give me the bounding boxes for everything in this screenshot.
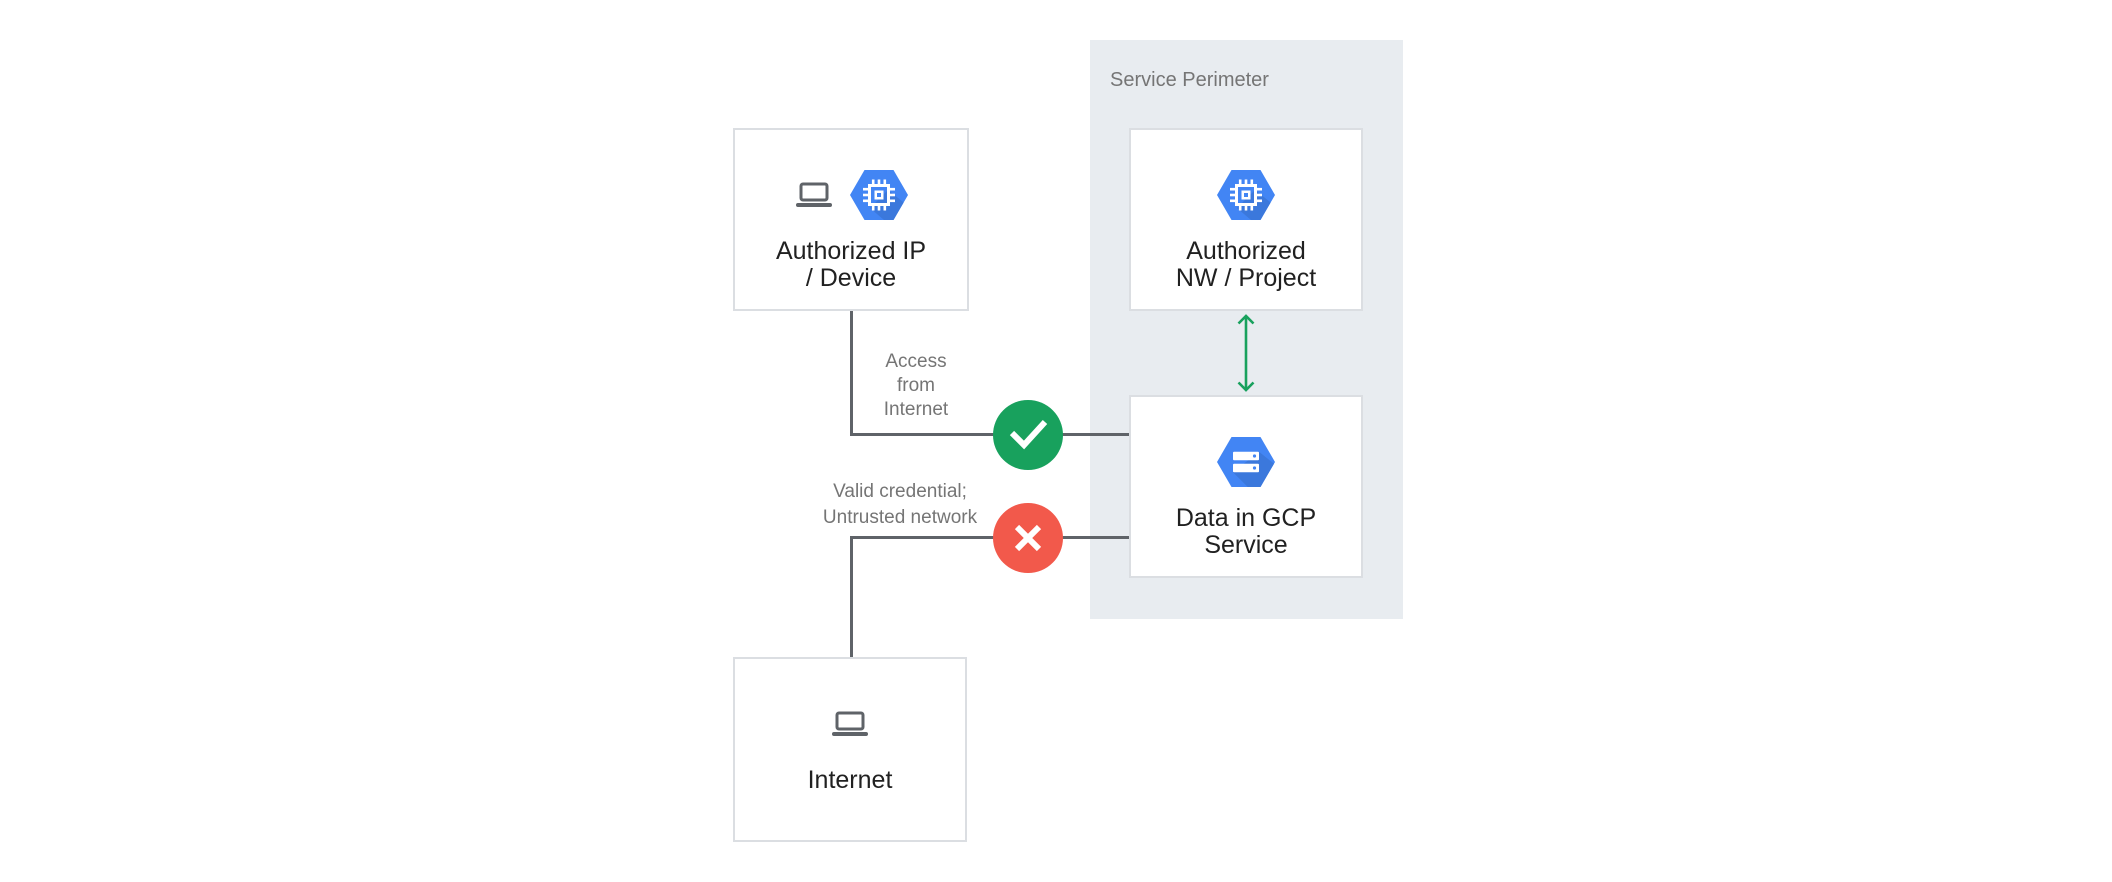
node-internet: Internet (733, 657, 967, 842)
node-label: Data in GCP Service (1175, 504, 1317, 559)
node-authorized-ip-device: Authorized IP / Device (733, 128, 969, 311)
node-label: Authorized NW / Project (1175, 237, 1317, 292)
node-data-in-gcp-service: Data in GCP Service (1129, 395, 1363, 578)
valid-credential-label: Valid credential; Untrusted network (822, 481, 978, 528)
access-from-internet-label: Access from Internet (883, 351, 949, 420)
node-label: Authorized IP / Device (775, 237, 927, 292)
check-icon (993, 400, 1063, 470)
connector-internet-up (850, 536, 853, 657)
service-perimeter-label: Service Perimeter (1110, 69, 1269, 91)
cross-icon (993, 503, 1063, 573)
node-authorized-nw-project: Authorized NW / Project (1129, 128, 1363, 311)
connector-access-to-data (851, 433, 1129, 436)
double-arrow-icon (1237, 314, 1255, 392)
connector-internet-to-data (851, 536, 1129, 539)
laptop-icon (795, 182, 832, 207)
laptop-icon (832, 711, 868, 736)
connector-authorized-ip-down (850, 311, 853, 436)
compute-engine-hexagon-icon (1217, 170, 1275, 220)
cloud-storage-hexagon-icon (1217, 437, 1275, 487)
node-label: Internet (807, 766, 893, 794)
compute-engine-hexagon-icon (849, 170, 908, 220)
